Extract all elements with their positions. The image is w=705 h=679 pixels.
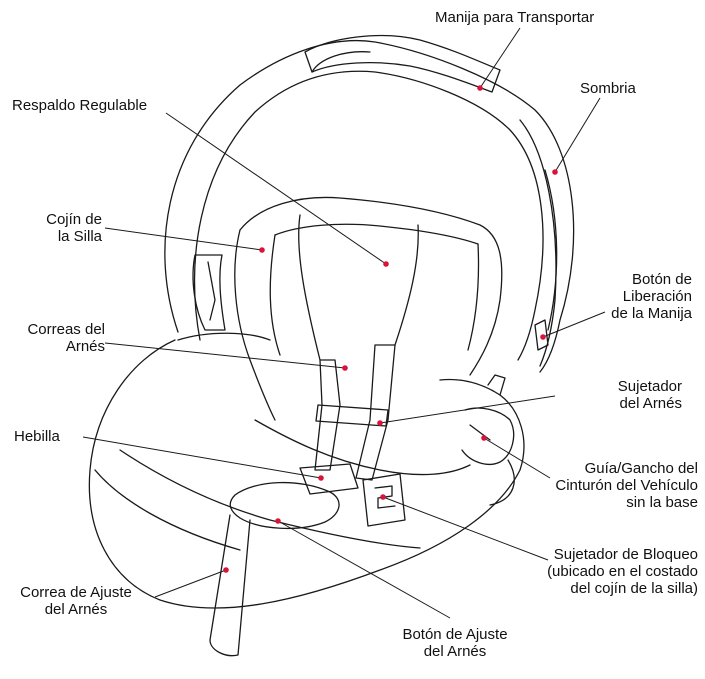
label-boton-liberacion: Botón de Liberación de la Manija [580, 271, 692, 322]
dot-manija [477, 85, 483, 91]
label-sujetador-bloqueo: Sujetador de Bloqueo (ubicado en el cost… [500, 546, 698, 597]
label-guia-gancho: Guía/Gancho del Cinturón del Vehículo si… [500, 460, 698, 511]
leader-lines [83, 28, 605, 618]
label-boton-ajuste: Botón de Ajuste del Arnés [390, 626, 520, 660]
label-hebilla: Hebilla [14, 428, 60, 445]
dot-sujetador [377, 420, 383, 426]
dot-correas [342, 365, 348, 371]
dot-hebilla [318, 475, 324, 481]
seat-shell [89, 340, 524, 608]
dot-respaldo [383, 261, 389, 267]
buckle [300, 464, 358, 494]
lock-clip [363, 474, 405, 526]
label-correas-arnes: Correas del Arnés [10, 321, 105, 355]
label-correa-ajuste: Correa de Ajuste del Arnés [6, 584, 146, 618]
dot-boton-ajuste [275, 518, 281, 524]
dot-liberacion [540, 334, 546, 340]
dot-sombria [552, 169, 558, 175]
label-cojin-silla: Cojín de la Silla [20, 211, 102, 245]
belt-guide [462, 408, 514, 464]
dot-correa-ajuste [223, 567, 229, 573]
seat-cushion [240, 197, 502, 375]
label-sujetador-arnes: Sujetador del Arnés [570, 378, 682, 412]
harness-strap-right [356, 345, 395, 480]
canopy [520, 120, 556, 366]
adjust-strap [210, 515, 250, 656]
carry-handle [165, 41, 574, 372]
harness-strap-left [315, 360, 340, 470]
label-sombria: Sombria [580, 80, 636, 97]
crotch-pad [230, 483, 339, 529]
chest-clip [316, 405, 388, 426]
label-respaldo-regulable: Respaldo Regulable [12, 97, 147, 114]
dot-cojin [259, 247, 265, 253]
handle-grip [305, 36, 500, 92]
carry-handle-inner [195, 71, 543, 360]
dot-bloqueo [380, 494, 386, 500]
label-manija-transportar: Manija para Transportar [435, 9, 594, 26]
dot-guia [481, 435, 487, 441]
